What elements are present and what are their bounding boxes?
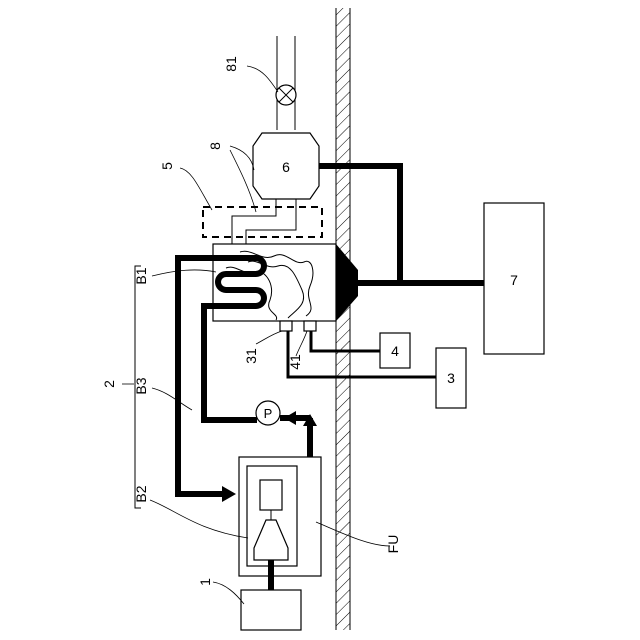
arrow-to-pump xyxy=(284,411,296,425)
dashed-box-5 xyxy=(203,207,322,237)
ref-41-label: 41 xyxy=(287,354,303,370)
leader-81 xyxy=(247,66,278,92)
sensor-41 xyxy=(304,321,316,331)
ref-8-label: 8 xyxy=(207,142,223,150)
leader-b3 xyxy=(152,388,192,410)
component-7: 7 xyxy=(484,203,544,354)
vessel-b1 xyxy=(210,244,358,321)
ref-3-label: 3 xyxy=(447,370,455,386)
ref-fu-label: FU xyxy=(385,535,401,554)
valve-81 xyxy=(276,85,296,105)
component-4: 4 xyxy=(380,333,410,368)
ref-31-label: 31 xyxy=(243,348,259,364)
leader-5 xyxy=(180,168,212,210)
arrow-to-turbine xyxy=(222,486,236,502)
ref-6-label: 6 xyxy=(282,159,290,175)
ref-7-label: 7 xyxy=(510,272,518,288)
pump-label: P xyxy=(264,406,273,421)
leader-8b xyxy=(230,150,256,212)
ref-b2-label: B2 xyxy=(133,485,149,502)
hatched-wall xyxy=(336,8,350,630)
leader-b2 xyxy=(150,500,248,538)
component-3: 3 xyxy=(436,348,466,408)
leader-fu xyxy=(316,522,390,546)
ref-b1-label: B1 xyxy=(133,267,149,284)
ref-1-label: 1 xyxy=(197,578,213,586)
ref-5-label: 5 xyxy=(159,162,175,170)
leader-41 xyxy=(296,331,307,356)
ref-81-label: 81 xyxy=(223,56,239,72)
leader-b1 xyxy=(152,270,216,276)
sensor-31 xyxy=(280,321,292,331)
component-6: 6 xyxy=(253,133,319,199)
ref-2-label: 2 xyxy=(101,380,117,388)
pump: P xyxy=(256,401,280,425)
turbine-unit xyxy=(239,457,321,576)
leader-1 xyxy=(213,582,244,604)
leader-31 xyxy=(256,331,282,344)
ref-b3-label: B3 xyxy=(133,377,149,394)
exhaust-pipe xyxy=(277,36,295,130)
ref-4-label: 4 xyxy=(391,343,399,359)
component-1 xyxy=(241,590,301,630)
